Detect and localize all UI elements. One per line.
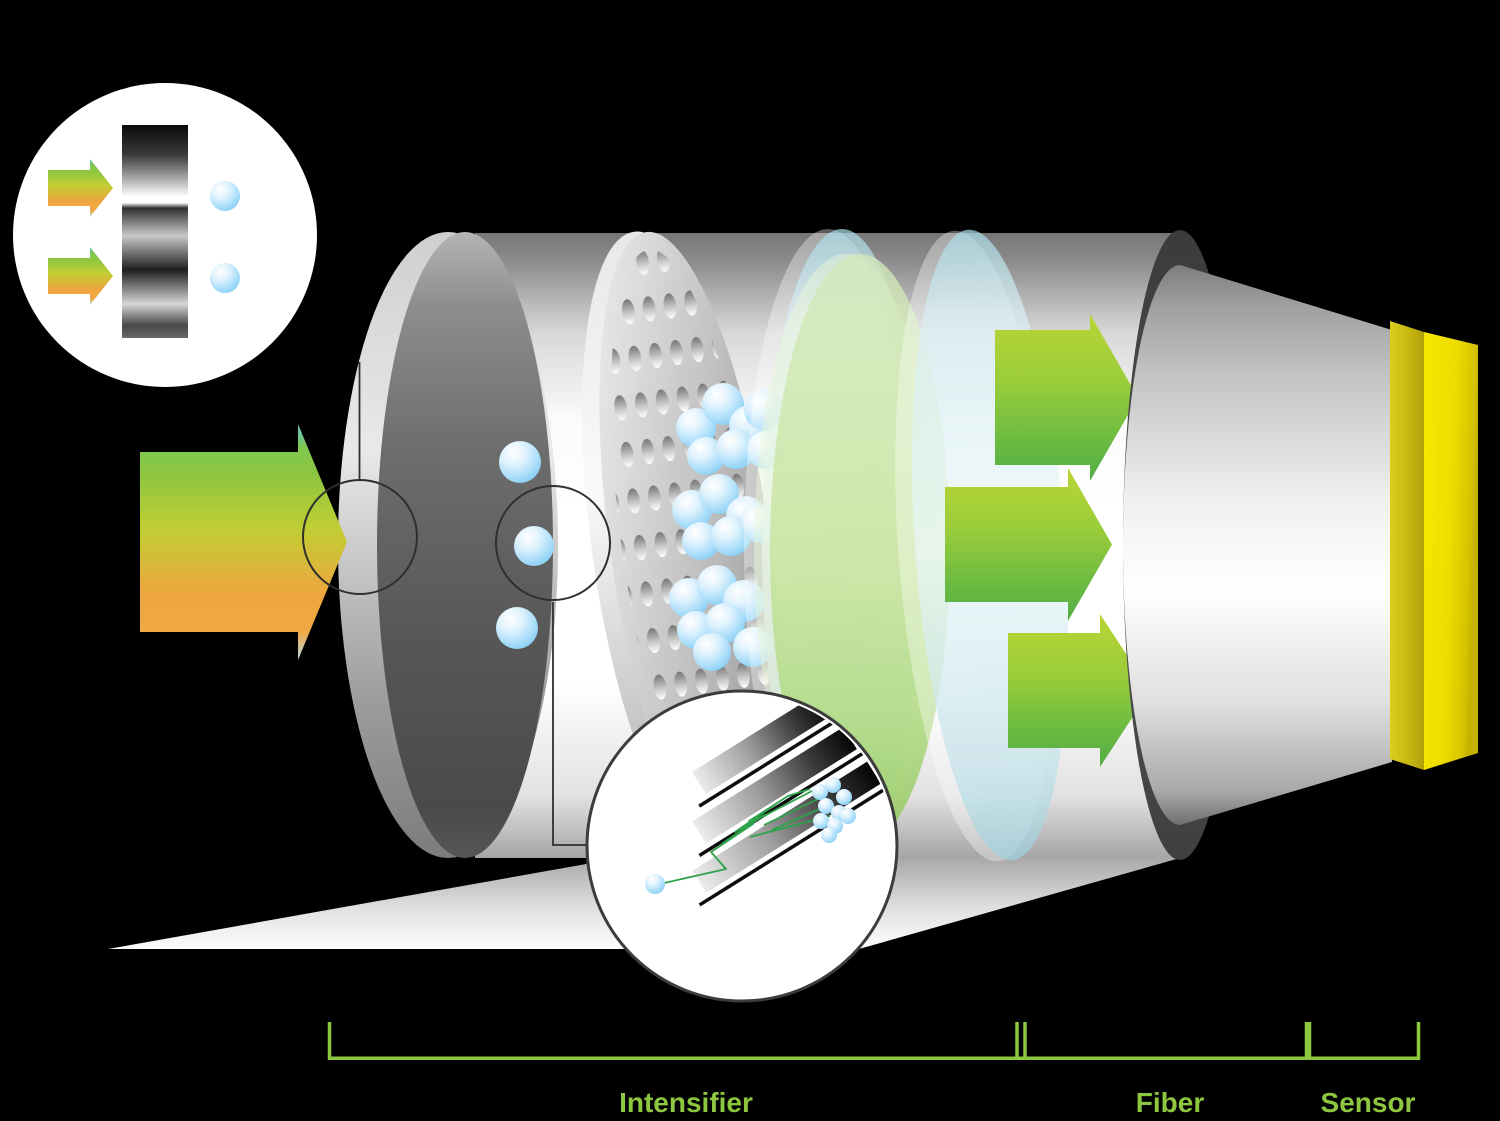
- electron: [210, 263, 240, 293]
- inset1-light-arrow-2: [48, 247, 113, 305]
- electron-fan-line: [771, 806, 825, 831]
- electron: [687, 437, 725, 475]
- magnifier-circle-photocathode: [302, 479, 418, 595]
- photocathode-disc: [338, 232, 558, 858]
- electron: [699, 474, 739, 514]
- sensor-front-face: [1424, 332, 1478, 770]
- output-light-arrow-1: [995, 314, 1138, 481]
- channel-plate: [692, 694, 833, 795]
- inset1-electrons: [210, 181, 240, 293]
- magnifier-circle-electron: [495, 485, 611, 601]
- fiber-taper-cone: [1123, 265, 1392, 825]
- inset1-light-arrows: [48, 159, 113, 305]
- electron-output: [825, 777, 841, 793]
- channel-plate: [692, 727, 857, 844]
- output-light-arrow-2: [945, 468, 1112, 621]
- label-fiber: Fiber: [1136, 1087, 1205, 1118]
- phosphor-green-disc: [770, 254, 950, 846]
- electron-fan-line: [763, 798, 819, 826]
- bracket-tick-2: [1015, 1022, 1019, 1060]
- label-sensor: Sensor: [1321, 1087, 1416, 1118]
- input-light-arrow-group: [140, 424, 347, 660]
- electron-input: [645, 874, 665, 894]
- sensor-side-face: [1390, 321, 1424, 770]
- electron: [514, 526, 554, 566]
- electron: [716, 429, 756, 469]
- electron-output: [840, 808, 856, 824]
- section-bracket: [327, 1022, 1421, 1060]
- inset-microchannel-zoom: [585, 689, 899, 1003]
- magnifier-callouts: [302, 362, 611, 846]
- bracket-tick-4: [1304, 1022, 1312, 1060]
- inset2-electrons: [645, 777, 856, 894]
- electron-output: [812, 784, 828, 800]
- electrons-gap: [496, 441, 554, 649]
- bracket-tick-1: [327, 1022, 332, 1060]
- channel-wall-line: [698, 715, 843, 808]
- electron: [210, 181, 240, 211]
- electron: [682, 522, 720, 560]
- label-intensifier: Intensifier: [619, 1087, 753, 1118]
- bracket-tick-3: [1023, 1022, 1027, 1060]
- photocathode-face: [377, 232, 553, 858]
- bracket-tick-5: [1416, 1022, 1421, 1060]
- electron: [693, 633, 731, 671]
- input-light-arrow: [140, 424, 347, 660]
- inset1-light-arrow-1: [48, 159, 113, 217]
- electron: [496, 607, 538, 649]
- electron-fan-line: [757, 790, 813, 820]
- bracket-line: [328, 1056, 1420, 1060]
- electron-output: [821, 827, 837, 843]
- callout-leader-line-2: [552, 602, 587, 846]
- output-light-arrow-3: [1008, 614, 1150, 767]
- electron: [499, 441, 541, 483]
- electron-output: [818, 798, 834, 814]
- electron: [705, 603, 745, 643]
- inset1-photocathode-bar: [122, 125, 188, 338]
- electron-output: [813, 813, 829, 829]
- sensor-block: [1390, 321, 1478, 770]
- electron-output: [836, 789, 852, 805]
- inset-photocathode-zoom: [13, 83, 317, 387]
- output-light-arrows: [945, 314, 1150, 767]
- inset2-content: [645, 694, 891, 907]
